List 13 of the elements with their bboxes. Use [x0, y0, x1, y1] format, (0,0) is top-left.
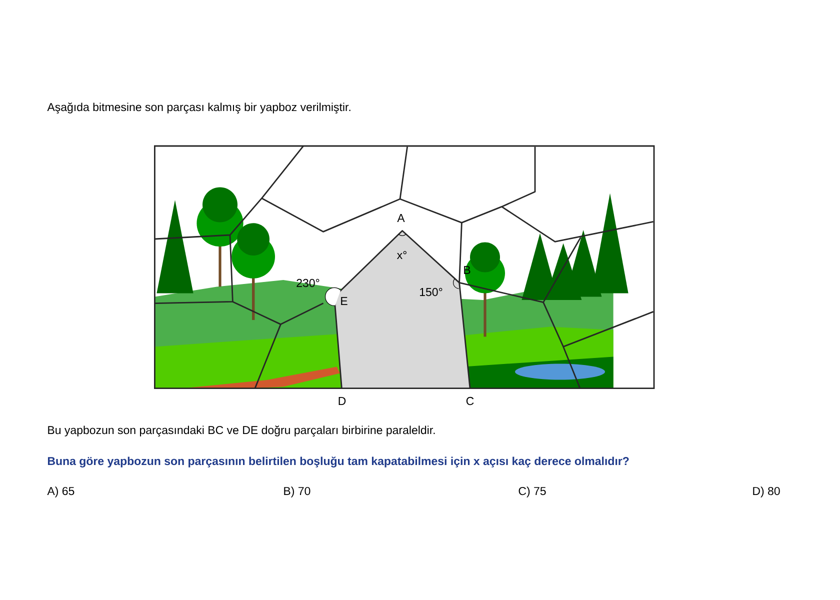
- answer-option: B) 70: [284, 486, 310, 498]
- angle-label: x°: [396, 251, 406, 260]
- intro-text: Aşağıda bitmesine son parçası kalmış bir yapboz verilmiştir.: [47, 102, 350, 114]
- angle-label: 150°: [420, 288, 442, 296]
- point-label: E: [341, 297, 348, 305]
- point-label: D: [338, 397, 346, 405]
- answer-option: C) 75: [518, 486, 546, 498]
- statement-text: Bu yapbozun son parçasındaki BC ve DE doğru parçaları birbirine paraleldir.: [48, 426, 435, 436]
- answer-option: D) 80: [753, 486, 780, 498]
- answer-option: A) 65: [47, 486, 74, 498]
- question-text: Buna göre yapbozun son parçasının belirtilen boşluğu tam kapatabilmesi için x açısı kaç derece olmalıdır?: [48, 456, 629, 468]
- point-label: C: [466, 396, 474, 406]
- point-label: A: [397, 214, 405, 222]
